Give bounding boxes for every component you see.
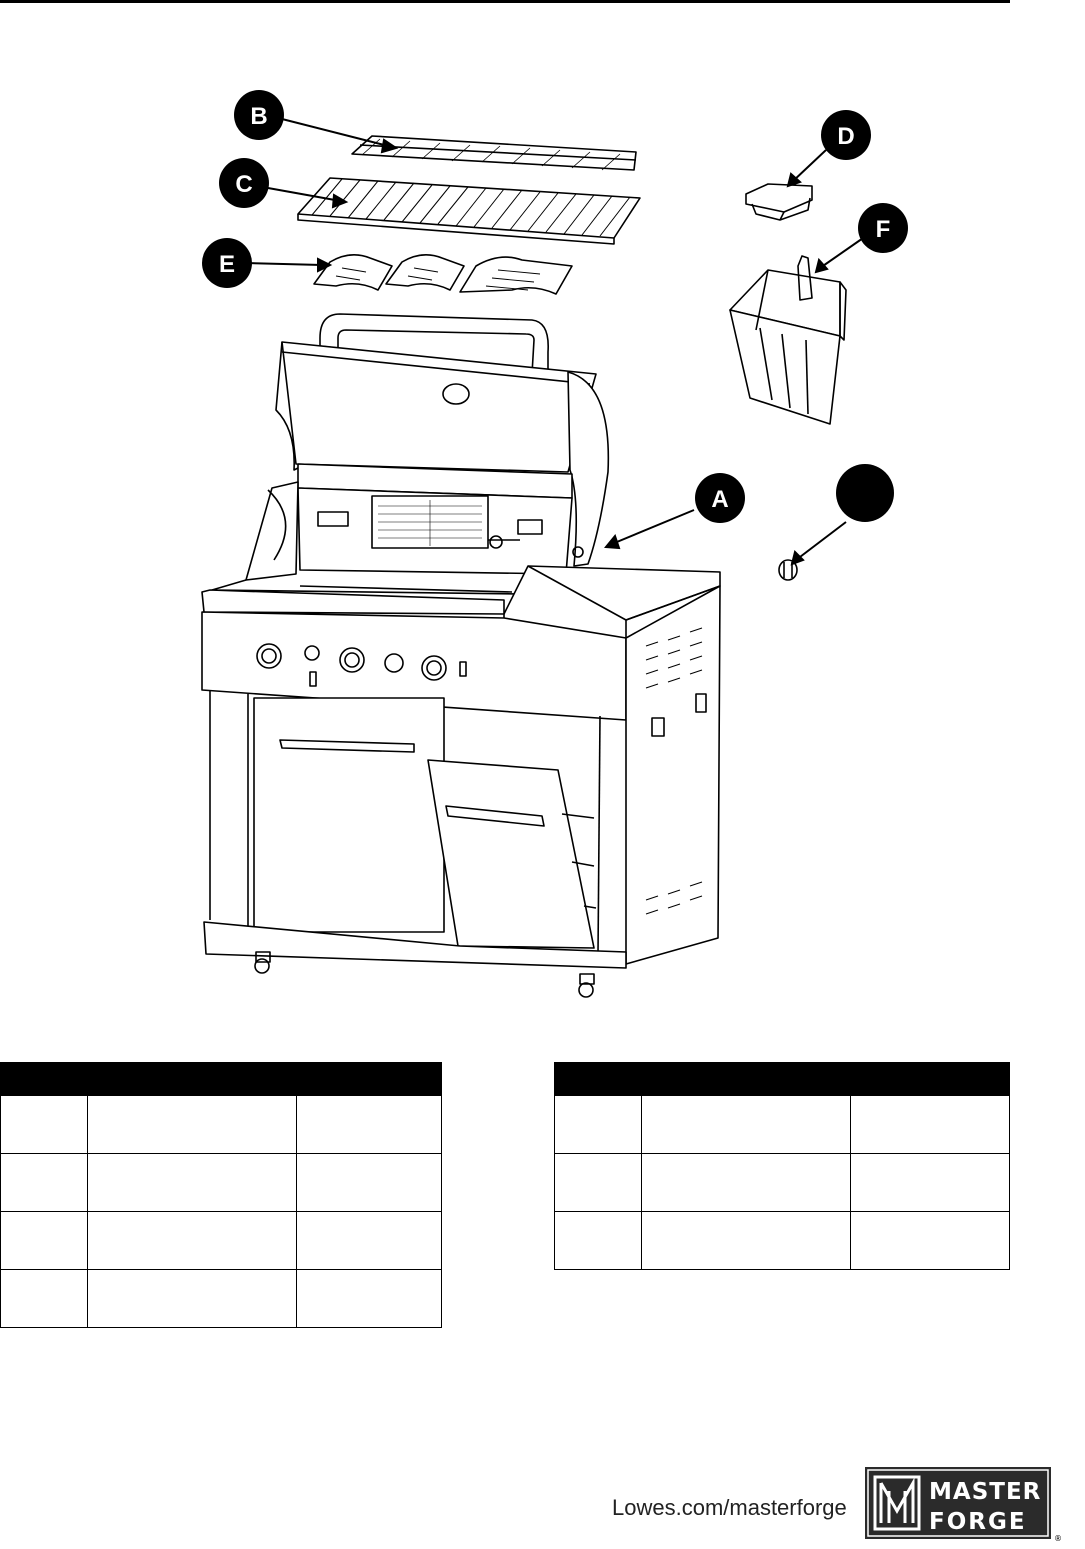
header-cell <box>0 1062 88 1096</box>
callout-knob-unlabeled <box>836 464 894 522</box>
table-cell <box>86 1153 298 1212</box>
header-cell <box>640 1062 852 1096</box>
table-cell <box>296 1095 442 1154</box>
header-cell <box>86 1062 298 1096</box>
parts-table-right <box>554 1062 1010 1270</box>
table-row <box>0 1211 442 1270</box>
table-cell <box>296 1269 442 1328</box>
header-cell <box>850 1062 1010 1096</box>
table-cell <box>554 1095 642 1154</box>
table-row <box>554 1211 1010 1270</box>
table-cell <box>0 1153 88 1212</box>
svg-text:FORGE: FORGE <box>929 1509 1027 1535</box>
warming-rack-part-b <box>351 135 637 171</box>
table-cell <box>554 1211 642 1270</box>
svg-text:F: F <box>876 216 891 243</box>
exploded-parts-diagram: B C E D F A <box>201 90 908 998</box>
callout-e: E <box>202 238 252 288</box>
grease-basket-part-f <box>729 255 847 425</box>
callout-c: C <box>219 158 269 208</box>
grill-cart <box>201 585 721 998</box>
svg-text:B: B <box>250 103 267 130</box>
table-cell <box>296 1153 442 1212</box>
table-cell <box>640 1095 852 1154</box>
grill-firebox <box>211 463 573 595</box>
footer-url[interactable]: Lowes.com/masterforge <box>612 1495 847 1520</box>
svg-text:®: ® <box>1054 1534 1061 1543</box>
heat-tents-part-e <box>313 254 573 295</box>
table-cell <box>640 1153 852 1212</box>
cooking-grid-part-c <box>297 177 641 245</box>
svg-text:C: C <box>235 171 252 198</box>
table-cell <box>850 1153 1010 1212</box>
table-cell <box>554 1153 642 1212</box>
table-row <box>0 1269 442 1328</box>
grill-lid <box>275 313 610 567</box>
header-cell <box>554 1062 642 1096</box>
parts-table-left <box>0 1062 442 1328</box>
svg-text:A: A <box>711 486 728 513</box>
table-cell <box>850 1211 1010 1270</box>
callout-f: F <box>858 203 908 253</box>
logo-mark-icon <box>873 1475 921 1531</box>
table-cell <box>0 1095 88 1154</box>
parts-table-header <box>0 1062 442 1096</box>
header-cell <box>296 1062 442 1096</box>
table-cell <box>640 1211 852 1270</box>
table-cell <box>296 1211 442 1270</box>
svg-text:MASTER: MASTER <box>929 1479 1041 1505</box>
table-cell <box>0 1269 88 1328</box>
table-row <box>554 1153 1010 1212</box>
table-row <box>0 1153 442 1212</box>
table-cell <box>0 1211 88 1270</box>
table-cell <box>86 1269 298 1328</box>
parts-table-header <box>554 1062 1010 1096</box>
master-forge-logo: MASTER FORGE ® <box>865 1467 1061 1543</box>
table-cell <box>86 1095 298 1154</box>
grease-cup-part-d <box>745 183 813 221</box>
table-cell <box>86 1211 298 1270</box>
svg-text:D: D <box>837 123 854 150</box>
table-row <box>554 1095 1010 1154</box>
callout-d: D <box>821 110 871 160</box>
callout-b: B <box>234 90 284 140</box>
svg-text:E: E <box>219 251 235 278</box>
table-cell <box>850 1095 1010 1154</box>
callout-a: A <box>695 473 745 523</box>
top-rule <box>0 0 1010 3</box>
table-row <box>0 1095 442 1154</box>
